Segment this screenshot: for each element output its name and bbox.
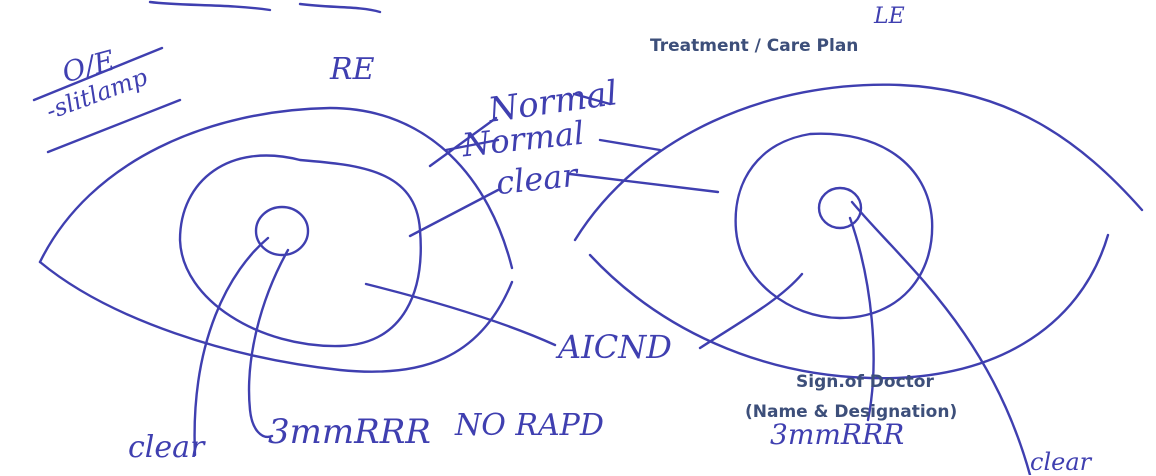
treatment-care-plan-heading: Treatment / Care Plan bbox=[650, 36, 858, 56]
le-lens-label: clear bbox=[1030, 448, 1091, 476]
left-eye-iris bbox=[736, 134, 933, 318]
left-eye-label: LE bbox=[874, 4, 905, 29]
right-eye-iris bbox=[180, 156, 421, 347]
re-pupil-label: 3mmRRR bbox=[268, 412, 431, 452]
leader-re-pupil bbox=[249, 250, 288, 437]
leader-aicnd-re bbox=[366, 284, 555, 345]
right-eye-upper-lid bbox=[40, 108, 512, 268]
leader-clear-lens bbox=[195, 238, 268, 455]
right-eye-pupil bbox=[256, 207, 308, 255]
no-rapd-label: NO RAPD bbox=[455, 408, 604, 443]
left-eye-pupil bbox=[819, 188, 861, 228]
name-designation-label: (Name & Designation) bbox=[745, 402, 957, 422]
top-scribble bbox=[150, 2, 380, 12]
right-eye-label: RE bbox=[330, 52, 375, 87]
leader-aicnd-le bbox=[700, 274, 802, 348]
le-pupil-label: 3mmRRR bbox=[770, 418, 904, 451]
right-eye-lower-lid bbox=[40, 262, 512, 372]
clear-lens-label: clear bbox=[128, 430, 204, 465]
aicnd-label: AICND bbox=[558, 328, 672, 366]
sign-of-doctor-label: Sign.of Doctor bbox=[796, 372, 934, 392]
